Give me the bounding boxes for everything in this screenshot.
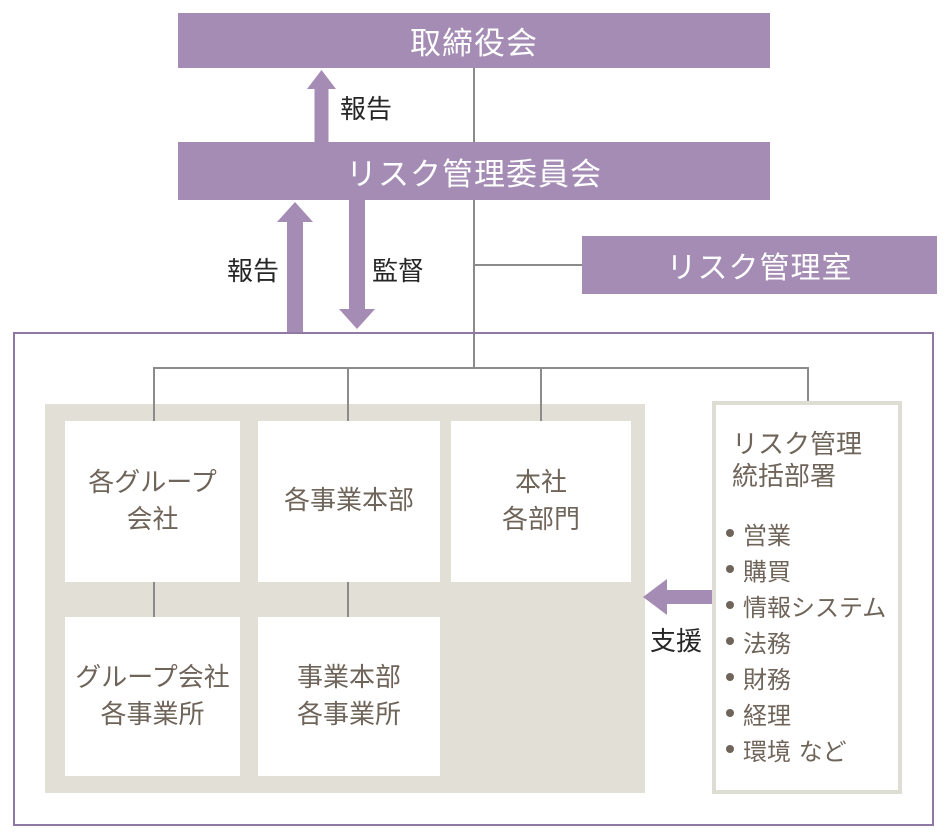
bullet-dot-icon xyxy=(726,745,734,753)
connector-board-committee xyxy=(473,68,475,142)
drop-business-divisions xyxy=(347,367,349,421)
dept-item-label: 環境 など xyxy=(743,737,847,766)
drop-group-companies xyxy=(153,367,155,421)
group-companies-line1: 各グループ xyxy=(88,467,217,498)
drop-business-division-sites xyxy=(347,582,349,617)
business-divisions-line1: 各事業本部 xyxy=(283,486,414,517)
bullet-dot-icon xyxy=(726,601,734,609)
board-of-directors-label: 取締役会 xyxy=(410,26,538,62)
dept-list-item: 環境 など xyxy=(726,731,892,767)
dept-item-label: 購買 xyxy=(743,557,791,586)
group-companies-line2: 会社 xyxy=(126,504,179,535)
bullet-dot-icon xyxy=(726,709,734,717)
hq-departments-box: 本社 各部門 xyxy=(451,421,631,582)
business-division-sites-line2: 各事業所 xyxy=(296,699,401,730)
supervising-dept-list: 営業 購買 情報システム 法務 財務 経理 環境 など xyxy=(726,515,892,767)
supervising-dept-title-line1: リスク管理 xyxy=(732,430,863,460)
bullet-dot-icon xyxy=(726,673,734,681)
board-of-directors-bar: 取締役会 xyxy=(178,13,770,68)
group-company-sites-box: グループ会社 各事業所 xyxy=(65,617,240,776)
report-to-committee-label: 報告 xyxy=(226,257,279,287)
support-arrow-icon xyxy=(643,579,712,615)
business-division-sites-line1: 事業本部 xyxy=(296,662,401,693)
connector-committee-down xyxy=(473,200,475,368)
supervising-dept-title-line2: 統括部署 xyxy=(732,462,837,492)
distribution-line xyxy=(153,367,809,369)
hq-departments-line1: 本社 xyxy=(514,467,567,498)
drop-group-company-sites xyxy=(153,582,155,617)
drop-supervising-dept xyxy=(807,367,809,401)
risk-management-office-bar: リスク管理室 xyxy=(582,236,937,294)
dept-item-label: 情報システム xyxy=(743,593,887,622)
dept-list-item: 財務 xyxy=(726,659,892,695)
dept-item-label: 法務 xyxy=(743,629,791,658)
connector-to-office xyxy=(474,264,582,266)
report-to-board-label: 報告 xyxy=(340,95,393,125)
risk-management-office-label: リスク管理室 xyxy=(666,251,853,286)
business-division-sites-box: 事業本部 各事業所 xyxy=(258,617,440,776)
support-label: 支援 xyxy=(649,627,702,657)
bullet-dot-icon xyxy=(726,565,734,573)
report-to-committee-arrow-icon xyxy=(277,202,313,332)
supervision-arrow-icon xyxy=(339,200,375,329)
risk-management-committee-bar: リスク管理委員会 xyxy=(178,142,770,200)
dept-list-item: 営業 xyxy=(726,515,892,551)
risk-management-committee-label: リスク管理委員会 xyxy=(346,156,602,193)
dept-list-item: 購買 xyxy=(726,551,892,587)
group-company-sites-line2: 各事業所 xyxy=(100,699,205,730)
dept-item-label: 経理 xyxy=(743,701,791,730)
dept-item-label: 営業 xyxy=(743,521,791,550)
risk-management-supervising-dept-box: リスク管理 統括部署 営業 購買 情報システム 法務 財務 経理 環境 など xyxy=(712,401,902,794)
drop-hq-departments xyxy=(540,367,542,421)
report-to-board-arrow-icon xyxy=(307,70,336,142)
business-divisions-box: 各事業本部 xyxy=(258,421,440,582)
dept-list-item: 情報システム xyxy=(726,587,892,623)
group-company-sites-line1: グループ会社 xyxy=(75,662,230,693)
dept-list-item: 法務 xyxy=(726,623,892,659)
dept-list-item: 経理 xyxy=(726,695,892,731)
bullet-dot-icon xyxy=(726,529,734,537)
bullet-dot-icon xyxy=(726,637,734,645)
supervising-dept-title: リスク管理 統括部署 xyxy=(732,429,892,493)
group-companies-box: 各グループ 会社 xyxy=(65,421,240,582)
group-structure-container xyxy=(13,332,934,826)
dept-item-label: 財務 xyxy=(743,665,791,694)
supervision-label: 監督 xyxy=(371,257,424,287)
hq-departments-line2: 各部門 xyxy=(501,504,580,535)
